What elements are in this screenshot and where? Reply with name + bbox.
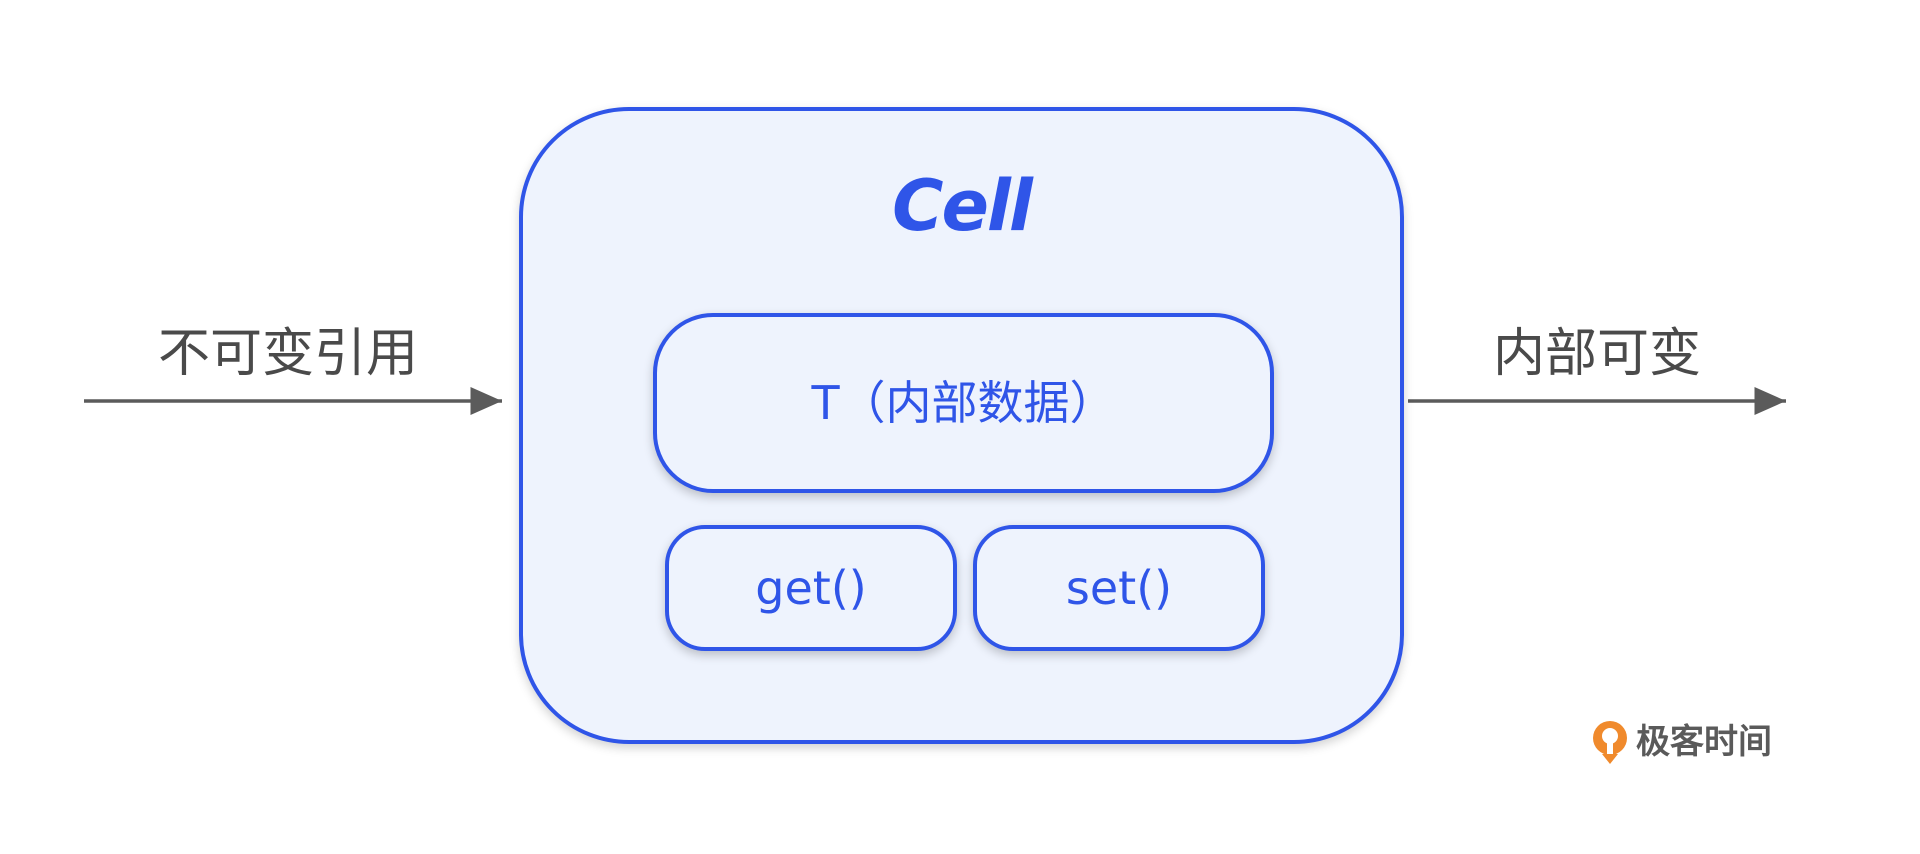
brand-text: 极客时间: [1636, 722, 1772, 762]
geektime-logo-icon: [1593, 721, 1627, 764]
set-method-box: set(): [973, 525, 1265, 651]
immutable-reference-label: 不可变引用: [158, 324, 419, 384]
inner-data-box: T（内部数据）: [653, 313, 1274, 493]
get-method-label: get(): [755, 561, 867, 615]
brand-watermark: 极客时间: [1588, 718, 1772, 766]
inner-data-label: T（内部数据）: [811, 376, 1116, 430]
cell-container: Cell T（内部数据） get() set(): [519, 107, 1404, 744]
set-method-label: set(): [1065, 561, 1173, 615]
cell-title: Cell: [892, 165, 1033, 247]
get-method-box: get(): [665, 525, 957, 651]
interior-mutability-label: 内部可变: [1493, 324, 1702, 384]
